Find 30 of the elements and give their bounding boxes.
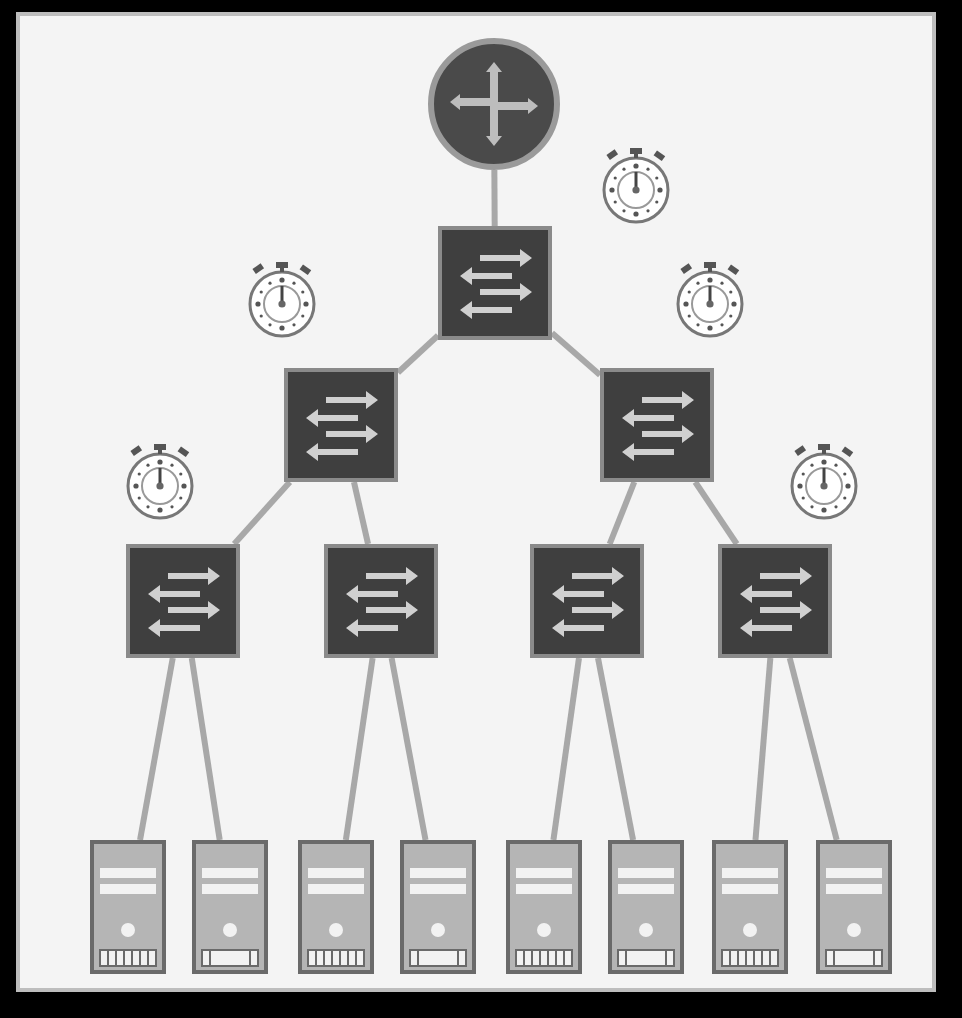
connector-line bbox=[395, 333, 441, 375]
connector-line bbox=[752, 657, 774, 841]
connector-line bbox=[188, 657, 223, 841]
connector-line bbox=[606, 480, 638, 546]
connector-line bbox=[595, 657, 637, 841]
switch-box bbox=[530, 544, 644, 658]
connector-line bbox=[388, 657, 429, 841]
connector-line bbox=[491, 169, 498, 226]
switch-box bbox=[438, 226, 552, 340]
connector-line bbox=[692, 480, 740, 546]
switch-box bbox=[324, 544, 438, 658]
server-drawing bbox=[192, 840, 268, 974]
connector-line bbox=[550, 330, 602, 378]
switch-box bbox=[718, 544, 832, 658]
switch-box bbox=[284, 368, 398, 482]
server-drawing bbox=[712, 840, 788, 974]
server-drawing bbox=[816, 840, 892, 974]
server-drawing bbox=[90, 840, 166, 974]
connector-line bbox=[342, 657, 376, 841]
connector-line bbox=[231, 480, 293, 546]
server-drawing bbox=[608, 840, 684, 974]
connector-line bbox=[351, 481, 371, 545]
server-drawing bbox=[298, 840, 374, 974]
connector-line bbox=[137, 657, 176, 841]
connector-line bbox=[786, 657, 840, 841]
connector-line bbox=[550, 657, 582, 841]
switch-box bbox=[600, 368, 714, 482]
switch-box bbox=[126, 544, 240, 658]
server-drawing bbox=[400, 840, 476, 974]
server-drawing bbox=[506, 840, 582, 974]
